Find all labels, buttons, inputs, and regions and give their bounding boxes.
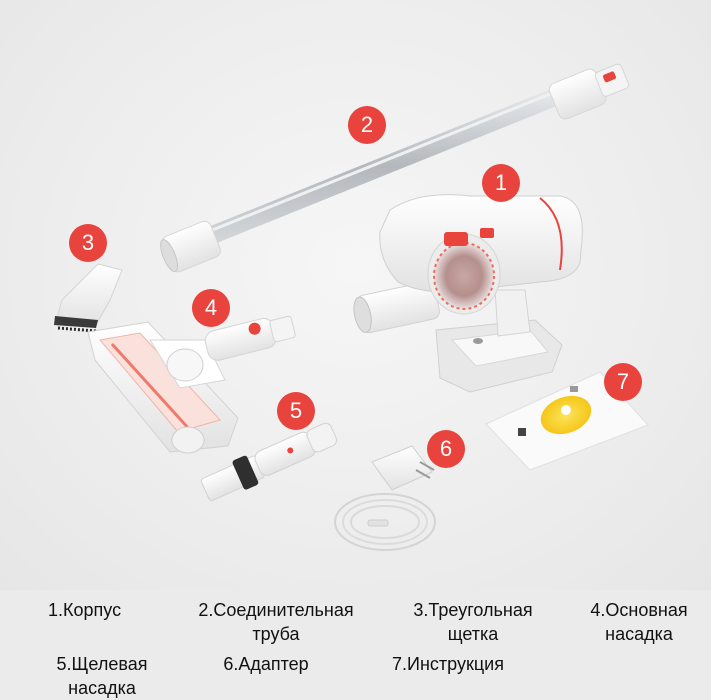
charging-adapter <box>334 445 436 551</box>
caption-6: 6.Адаптер <box>206 652 326 676</box>
caption-5-line1: 5.Щелевая <box>56 654 148 674</box>
crevice-nozzle <box>200 422 338 502</box>
caption-5-line2: насадка <box>68 678 136 698</box>
caption-2: 2.Соединительная труба <box>176 598 376 646</box>
caption-7-line1: 7.Инструкция <box>392 654 504 674</box>
vacuum-main-body <box>353 194 583 393</box>
caption-4-line2: насадка <box>605 624 673 644</box>
badge-2: 2 <box>348 106 386 144</box>
caption-4: 4.Основная насадка <box>572 598 706 646</box>
caption-3-line1: 3.Треугольная <box>413 600 533 620</box>
caption-7: 7.Инструкция <box>370 652 526 676</box>
caption-1: 1.Корпус <box>48 598 148 622</box>
caption-6-line1: 6.Адаптер <box>223 654 309 674</box>
caption-5: 5.Щелевая насадка <box>40 652 164 700</box>
caption-3-line2: щетка <box>447 624 499 644</box>
caption-2-line1: 2.Соединительная <box>198 600 354 620</box>
badge-6: 6 <box>427 430 465 468</box>
main-floor-head <box>87 315 296 454</box>
product-illustration: 1 2 3 4 5 6 7 <box>0 0 711 590</box>
badge-4: 4 <box>192 289 230 327</box>
extension-tube <box>160 63 630 273</box>
components-legend: 1.Корпус 2.Соединительная труба 3.Треуго… <box>0 590 711 700</box>
caption-3: 3.Треугольная щетка <box>393 598 553 646</box>
caption-2-line2: труба <box>252 624 300 644</box>
badge-5: 5 <box>277 392 315 430</box>
instruction-manual <box>485 371 649 471</box>
caption-1-line1: 1.Корпус <box>48 600 122 620</box>
badge-1: 1 <box>482 164 520 202</box>
triangular-brush <box>54 263 123 333</box>
components-drawing <box>54 63 649 551</box>
badge-3: 3 <box>69 224 107 262</box>
caption-4-line1: 4.Основная <box>590 600 688 620</box>
badge-7: 7 <box>604 363 642 401</box>
